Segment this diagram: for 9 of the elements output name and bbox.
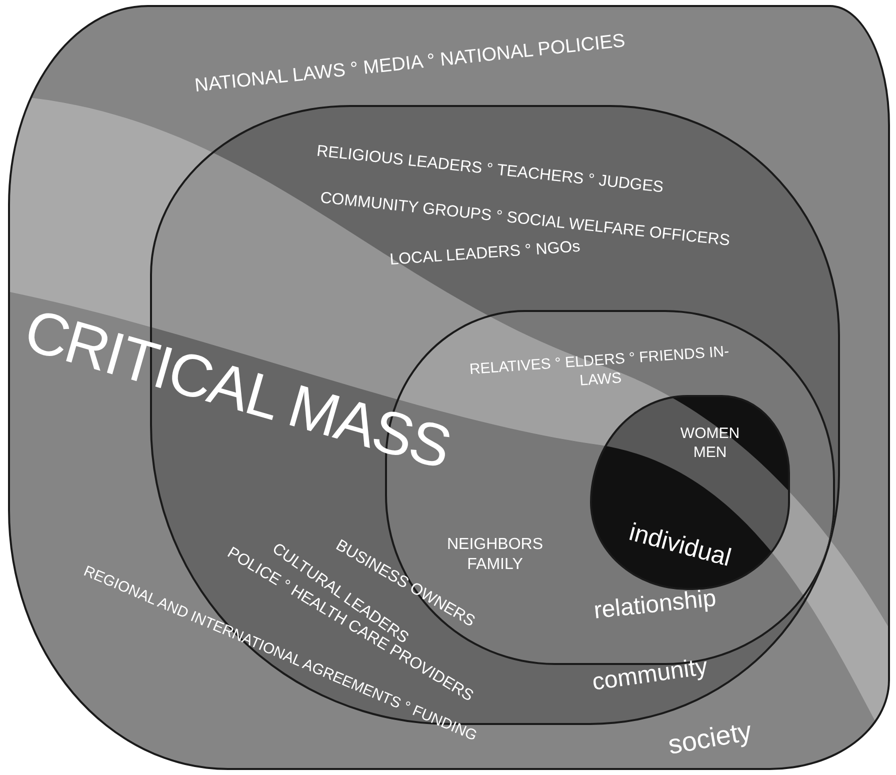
level-title: community [590, 652, 710, 698]
level-title: relationship [592, 584, 718, 626]
level-text: LOCAL LEADERS ° NGOs [388, 237, 582, 271]
level-text: NEIGHBORS FAMILY [446, 535, 544, 575]
level-text: NATIONAL LAWS ° MEDIA ° NATIONAL POLICIES [192, 29, 628, 99]
level-text: WOMEN MEN [679, 425, 741, 462]
level-region [8, 5, 890, 770]
level-text: RELATIVES ° ELDERS ° FRIENDS IN-LAWS [468, 342, 731, 392]
level-title: society [664, 714, 755, 762]
